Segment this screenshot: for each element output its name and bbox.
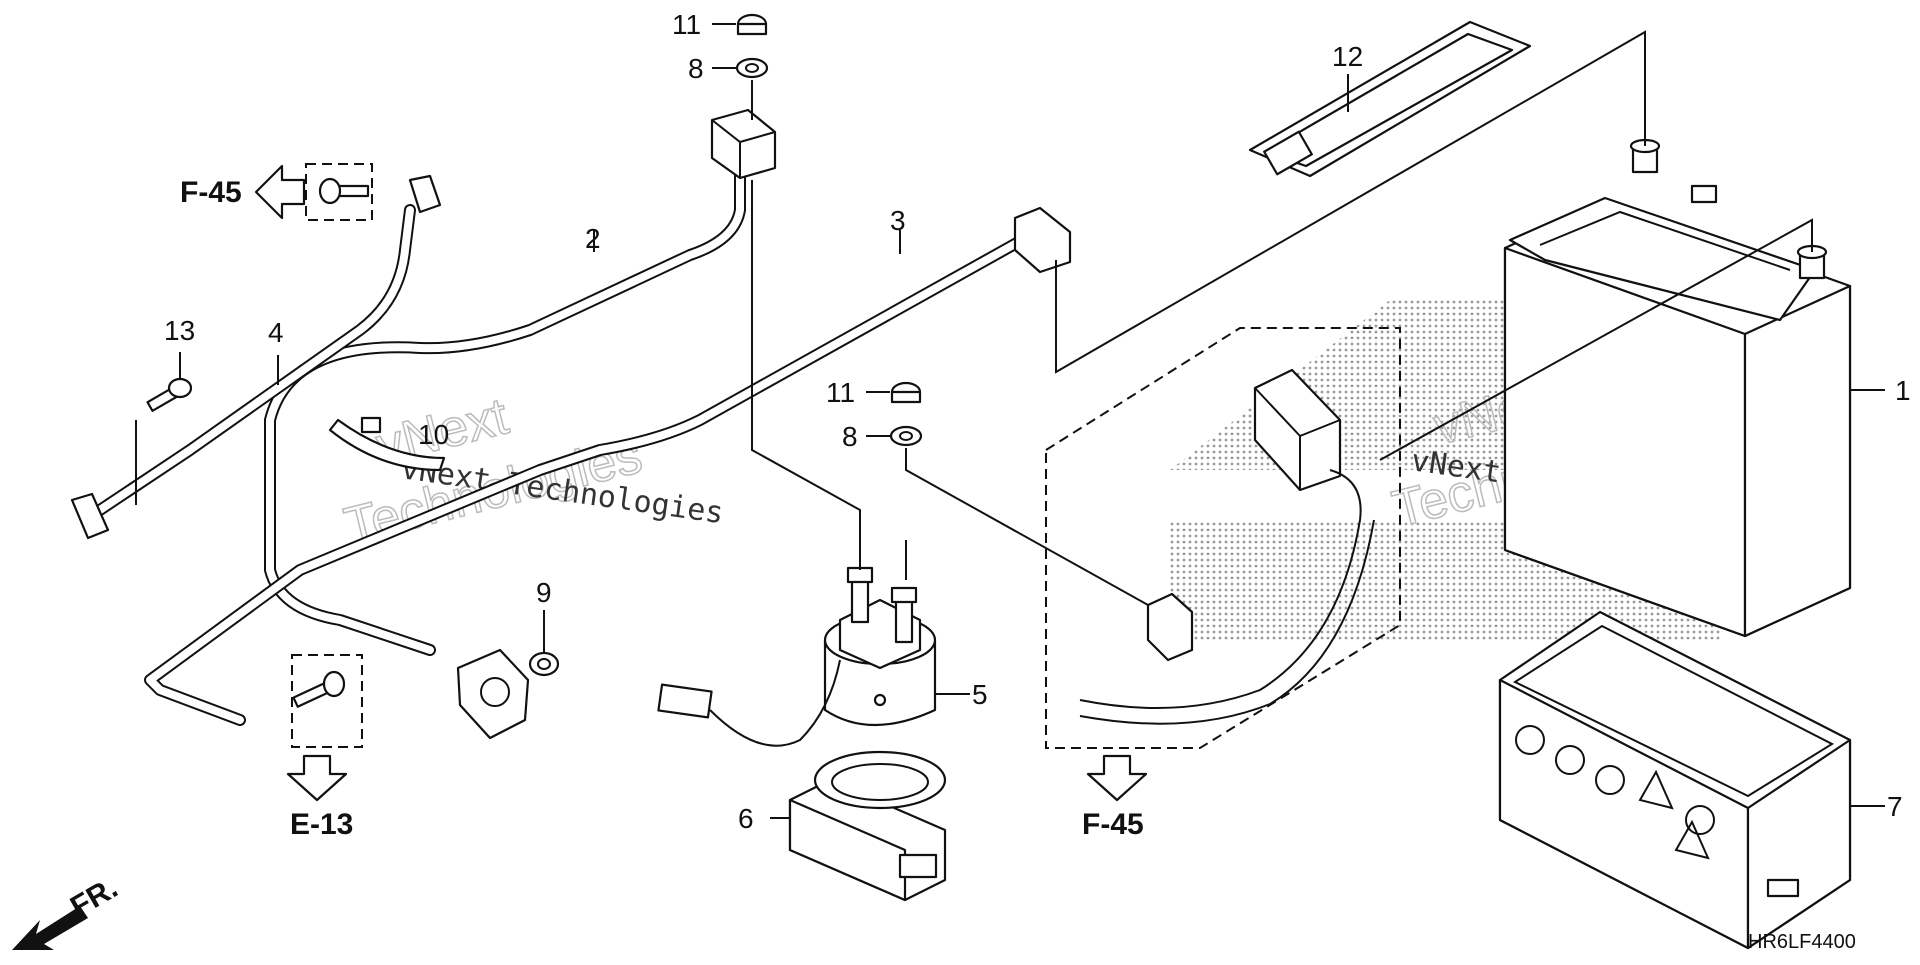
bolt-bottom-left[interactable]	[292, 670, 346, 708]
battery-strap[interactable]	[1248, 20, 1532, 178]
bolt-13[interactable]	[146, 377, 193, 412]
cable-boot[interactable]	[456, 648, 530, 740]
positive-terminal-cover[interactable]	[1146, 592, 1194, 662]
starter-relay[interactable]	[823, 566, 937, 726]
dashed-box-bottom-left	[291, 654, 363, 748]
callout-1: 1	[1895, 375, 1911, 406]
front-arrow-icon	[12, 906, 88, 950]
callout-12: 12	[1332, 41, 1363, 72]
cable-4[interactable]	[70, 174, 442, 540]
battery[interactable]	[1503, 138, 1852, 638]
washer-8-mid[interactable]	[889, 425, 923, 447]
front-indicator: FR.	[12, 871, 123, 950]
arrow-down-icon-2	[1086, 754, 1148, 802]
cable-2[interactable]	[264, 154, 746, 656]
cable-3[interactable]	[144, 206, 1072, 726]
ref-bottom-left[interactable]: E-13	[286, 754, 353, 841]
battery-box[interactable]	[1498, 610, 1852, 950]
dashed-box-top-left	[305, 163, 373, 221]
relay-holder[interactable]	[788, 750, 947, 902]
assembly-line-b	[751, 180, 861, 570]
bolt-top-left[interactable]	[318, 177, 370, 205]
ref-bottom-mid[interactable]: F-45	[1082, 754, 1148, 841]
callout-9: 9	[536, 577, 552, 608]
callout-3: 3	[890, 205, 906, 236]
terminal-cover[interactable]	[710, 108, 777, 180]
harness-wire	[1079, 469, 1362, 709]
arrow-left-icon	[254, 164, 306, 220]
callout-11-mid: 11	[826, 377, 855, 408]
arrow-down-icon	[286, 754, 348, 802]
callout-7: 7	[1887, 791, 1903, 822]
callout-4: 4	[268, 317, 284, 348]
dashed-box-right	[1045, 327, 1401, 749]
assembly-line-e	[1055, 30, 1646, 374]
diagram-code: HR6LF4400	[1748, 931, 1856, 953]
assembly-line-f	[1379, 218, 1813, 461]
nut-11-top[interactable]	[736, 13, 768, 36]
washer-8-top[interactable]	[735, 57, 769, 79]
callout-5: 5	[972, 679, 988, 710]
watermark-left: vNext Technologies	[338, 386, 648, 556]
svg-text:F-45: F-45	[1082, 808, 1144, 841]
callout-11-top: 11	[672, 9, 701, 40]
svg-text:E-13: E-13	[290, 808, 353, 841]
callout-6: 6	[738, 803, 754, 834]
cable-tie-10[interactable]	[328, 416, 446, 472]
nut-11-mid[interactable]	[890, 381, 922, 404]
callout-13: 13	[164, 315, 195, 346]
svg-text:F-45: F-45	[180, 176, 242, 209]
negative-terminal-cover[interactable]	[1253, 368, 1342, 492]
callout-2: 2	[585, 223, 601, 254]
assembly-line-c	[905, 448, 1149, 606]
callout-8-mid: 8	[842, 421, 858, 452]
relay-connector[interactable]	[657, 659, 841, 747]
callout-8-top: 8	[688, 53, 704, 84]
nut-9[interactable]	[528, 651, 560, 677]
ref-top-left[interactable]: F-45	[180, 164, 306, 220]
callout-10: 10	[418, 419, 449, 450]
